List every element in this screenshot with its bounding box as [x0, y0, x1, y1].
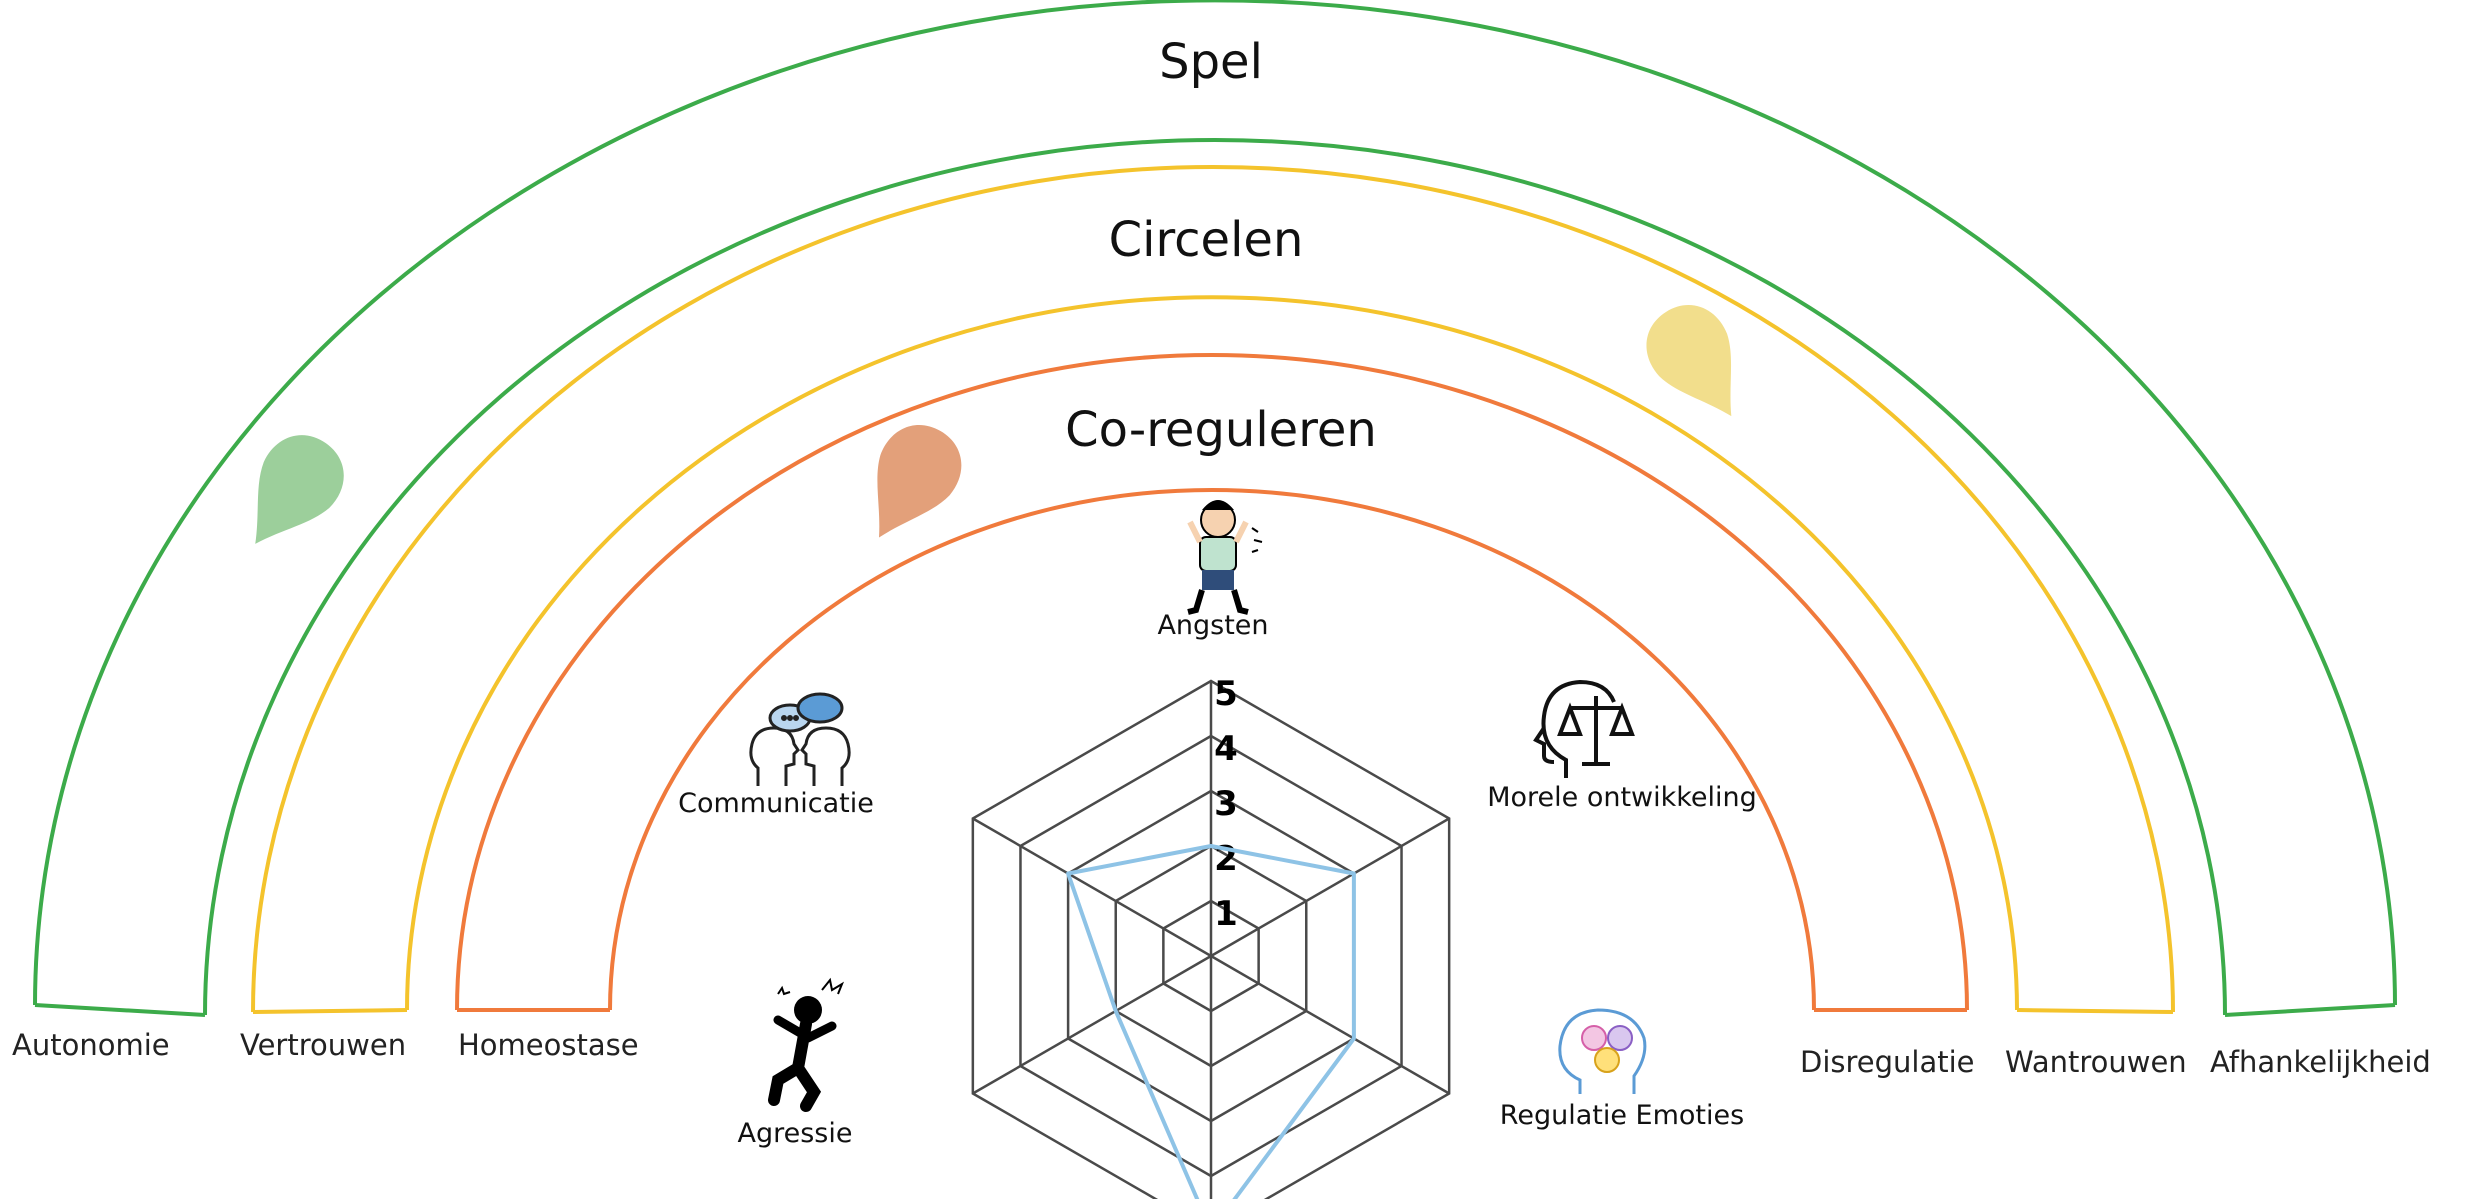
label-wantrouwen: Wantrouwen: [2005, 1045, 2187, 1079]
teardrop-marker-co-reguleren: [877, 425, 962, 538]
axis-label-agressie: Agressie: [738, 1118, 853, 1149]
label-homeostase: Homeostase: [458, 1028, 639, 1062]
label-vertrouwen: Vertrouwen: [240, 1028, 406, 1062]
band-inner-arc: [405, 295, 2019, 1011]
radar-spoke: [1210, 954, 1450, 1095]
teardrop-markers: [255, 305, 1732, 544]
angry-person-icon: [768, 977, 845, 1112]
radar-tick-label: 4: [1214, 729, 1238, 769]
teardrop-marker-spel: [255, 435, 344, 544]
band-right-cap: [2224, 1003, 2396, 1017]
band-inner-arc: [608, 488, 1816, 1011]
radar-spoke: [1210, 817, 1450, 958]
label-autonomie: Autonomie: [12, 1028, 170, 1062]
label-afhankelijkheid: Afhankelijkheid: [2210, 1045, 2431, 1079]
radar-spoke: [972, 954, 1212, 1095]
radar-chart: 1 2 3 4 5: [971, 674, 1451, 1199]
band-title-spel: Spel: [1159, 34, 1263, 90]
band-outer-arc: [251, 165, 2175, 1013]
band-left-cap: [252, 1008, 408, 1014]
label-disregulatie: Disregulatie: [1800, 1045, 1975, 1079]
radar-series-line: [1066, 844, 1356, 1199]
band-title-co-reguleren: Co-reguleren: [1065, 402, 1377, 458]
axis-label-angsten: Angsten: [1157, 610, 1268, 641]
teardrop-marker-circelen: [1646, 305, 1732, 417]
band-outer-arc: [33, 0, 2397, 1006]
axis-label-morele-ontwikkeling: Morele ontwikkeling: [1487, 782, 1757, 813]
band-circelen: [251, 165, 2175, 1014]
band-inner-arc: [203, 138, 2227, 1016]
axis-label-regulatie-emoties: Regulatie Emoties: [1500, 1100, 1744, 1131]
head-with-scales-icon: [1533, 679, 1635, 778]
band-right-cap: [2016, 1008, 2174, 1014]
rainbow-bands: [33, 0, 2397, 1017]
radar-tick-label: 5: [1214, 674, 1238, 714]
axis-label-communicatie: Communicatie: [678, 788, 874, 819]
band-outer-arc: [455, 353, 1969, 1011]
radar-grid: [971, 679, 1451, 1199]
scared-child-icon: [1187, 500, 1263, 615]
radar-tick-label: 1: [1214, 894, 1238, 934]
talking-heads-icon: [749, 692, 851, 786]
radar-tick-label: 2: [1214, 839, 1238, 879]
band-spel: [33, 0, 2397, 1017]
band-co-reguleren: [455, 353, 1969, 1012]
head-with-emotions-icon: [1558, 1008, 1647, 1094]
radar-tick-label: 3: [1214, 784, 1238, 824]
radar-ticks: 1 2 3 4 5: [1214, 674, 1238, 934]
band-left-cap: [34, 1003, 206, 1017]
band-title-circelen: Circelen: [1109, 212, 1304, 268]
radar-spoke: [972, 817, 1212, 958]
